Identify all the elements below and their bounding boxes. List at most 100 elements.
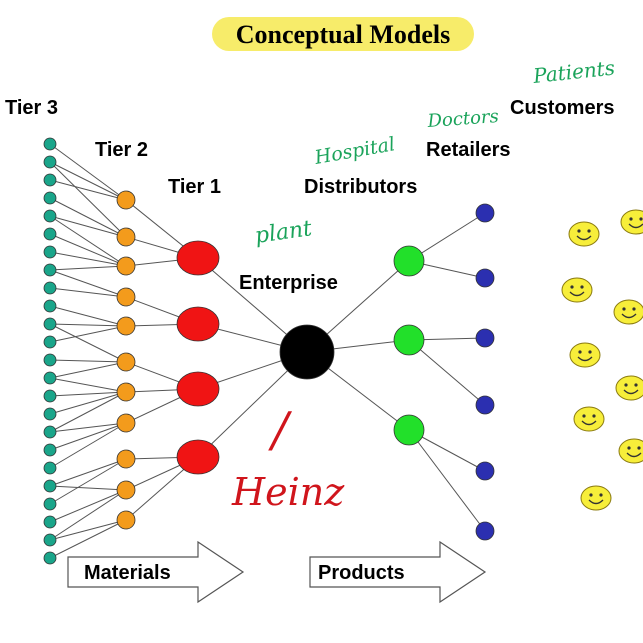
edge-tier3-tier2 xyxy=(49,361,127,379)
tier1-node xyxy=(176,306,220,342)
customer-smiley-face xyxy=(615,375,643,401)
tier1-node xyxy=(176,439,220,475)
edge-tier3-tier2 xyxy=(49,519,127,541)
edge-tier3-tier2 xyxy=(49,458,127,505)
customer-smiley-face xyxy=(573,406,605,432)
edge-tier3-tier2 xyxy=(49,197,127,238)
tier3-node xyxy=(43,263,57,277)
edge-tier3-tier2 xyxy=(49,489,127,541)
materials-arrow-shape xyxy=(67,540,245,604)
tier2-label: Tier 2 xyxy=(95,139,148,161)
edge-tier3-tier2 xyxy=(49,359,127,363)
customer-smiley-icon xyxy=(569,342,601,368)
tier3-node xyxy=(43,227,57,241)
tier3-node xyxy=(43,353,57,367)
customer-smiley-mouth xyxy=(569,291,585,297)
tier3-node xyxy=(43,371,57,385)
title-group: Conceptual Models xyxy=(212,17,474,51)
customer-smiley-mouth xyxy=(576,235,592,241)
tier1-label: Tier 1 xyxy=(168,176,221,198)
edge-tier3-tier2 xyxy=(49,391,127,433)
tier2-node xyxy=(116,256,136,276)
page-title: Conceptual Models xyxy=(236,20,451,49)
distributor-node xyxy=(393,245,425,277)
customer-smiley-icon xyxy=(620,209,643,235)
tier3-node xyxy=(43,515,57,529)
edge-tier3-tier2 xyxy=(49,161,127,238)
edge-distributor-retailer xyxy=(408,339,486,406)
enterprise-node xyxy=(279,324,335,380)
customer-smiley-eye xyxy=(570,285,574,289)
customer-smiley-eye xyxy=(588,350,592,354)
customer-smiley-eye xyxy=(577,229,581,233)
edge-tier3-tier2 xyxy=(49,143,127,201)
tier2-node xyxy=(116,382,136,402)
customer-smiley-icon xyxy=(580,485,612,511)
customer-smiley-face xyxy=(613,299,643,325)
enterprise-label: Enterprise xyxy=(239,272,338,294)
edge-tier3-tier2 xyxy=(49,179,127,201)
edge-tier3-tier2 xyxy=(49,325,127,343)
customer-smiley-mouth xyxy=(626,452,642,458)
customer-smiley-eye xyxy=(629,217,633,221)
customer-smiley-mouth xyxy=(623,389,639,395)
tier3-node xyxy=(43,317,57,331)
customer-smiley-mouth xyxy=(628,223,643,229)
customer-smiley-eye xyxy=(634,383,638,387)
tier3-node xyxy=(43,137,57,151)
tier3-node xyxy=(43,533,57,547)
distributor-node xyxy=(393,324,425,356)
edge-tier3-tier2 xyxy=(49,233,127,267)
tier3-node xyxy=(43,173,57,187)
tier2-node xyxy=(116,316,136,336)
customer-smiley-eye xyxy=(627,446,631,450)
customer-smiley-mouth xyxy=(588,499,604,505)
customer-smiley-eye xyxy=(622,307,626,311)
customer-smiley-icon xyxy=(561,277,593,303)
annotation-slash: / xyxy=(268,402,293,458)
tier2-node xyxy=(116,190,136,210)
tier3-node xyxy=(43,209,57,223)
customer-smiley-eye xyxy=(578,350,582,354)
tier2-node xyxy=(116,227,136,247)
customer-smiley-eye xyxy=(587,229,591,233)
materials-arrow-label: Materials xyxy=(84,562,171,584)
edge-tier3-tier2 xyxy=(49,519,127,559)
customer-smiley-icon xyxy=(613,299,643,325)
tier3-node xyxy=(43,479,57,493)
customer-smiley-eye xyxy=(637,446,641,450)
customer-smiley-eye xyxy=(592,414,596,418)
customer-smiley-icon xyxy=(615,375,643,401)
edge-tier3-tier2 xyxy=(49,391,127,415)
customer-smiley-icon xyxy=(568,221,600,247)
distributor-node xyxy=(393,414,425,446)
edge-tier3-tier2 xyxy=(49,251,127,267)
retailer-node xyxy=(475,395,495,415)
customer-smiley-mouth xyxy=(577,356,593,362)
network-nodes xyxy=(43,137,495,565)
annotation-hospital: Hospital xyxy=(312,133,397,169)
customer-smiley-face xyxy=(580,485,612,511)
annotation-plant: plant xyxy=(253,216,313,249)
retailer-node xyxy=(475,521,495,541)
customer-smiley-eye xyxy=(599,493,603,497)
tier3-label: Tier 3 xyxy=(5,97,58,119)
tier3-node xyxy=(43,281,57,295)
edge-tier3-tier2 xyxy=(49,485,127,491)
tier3-node xyxy=(43,461,57,475)
customer-smiley-eye xyxy=(632,307,636,311)
customer-smiley-eye xyxy=(624,383,628,387)
tier3-node xyxy=(43,443,57,457)
tier2-node xyxy=(116,449,136,469)
retailer-node xyxy=(475,328,495,348)
products-arrow-shape xyxy=(309,540,487,604)
edge-tier3-tier2 xyxy=(49,422,127,451)
customer-smiley-eye xyxy=(639,217,643,221)
customer-smiley-face xyxy=(569,342,601,368)
edge-tier3-tier2 xyxy=(49,265,127,271)
edge-tier3-tier2 xyxy=(49,422,127,469)
edge-tier3-tier2 xyxy=(49,458,127,487)
customer-smiley-eye xyxy=(589,493,593,497)
retailer-node xyxy=(475,268,495,288)
